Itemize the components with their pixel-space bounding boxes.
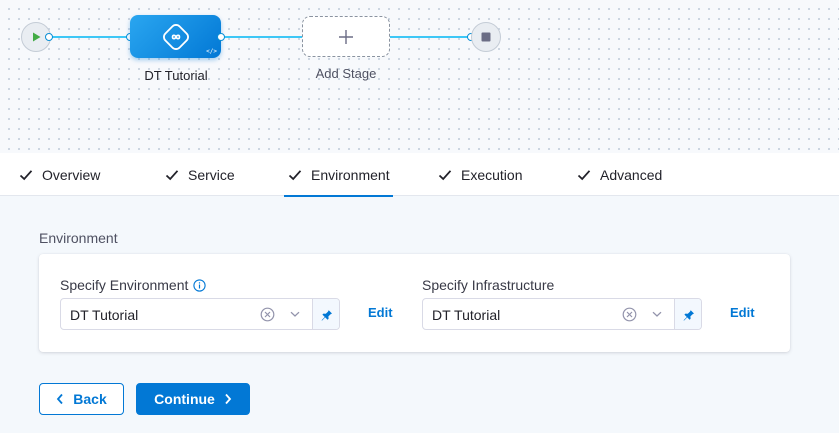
tab-environment[interactable]: Environment xyxy=(284,153,393,197)
connector-line xyxy=(390,36,470,38)
back-button-label: Back xyxy=(73,391,107,407)
tab-overview[interactable]: Overview xyxy=(19,153,100,196)
environment-value: DT Tutorial xyxy=(70,307,139,323)
chevron-down-icon[interactable] xyxy=(289,308,301,320)
tab-advanced[interactable]: Advanced xyxy=(577,153,662,196)
infrastructure-select[interactable]: DT Tutorial xyxy=(422,298,702,330)
tab-execution[interactable]: Execution xyxy=(438,153,522,196)
info-icon[interactable] xyxy=(193,278,207,292)
check-icon xyxy=(288,169,302,180)
tab-label: Execution xyxy=(461,166,523,183)
clear-circle-icon[interactable] xyxy=(622,307,637,322)
environment-card: Specify Environment DT Tutorial Edit Spe… xyxy=(39,254,790,352)
stage-label: DT Tutorial xyxy=(144,68,208,83)
chevron-down-icon[interactable] xyxy=(651,308,663,320)
connector-line xyxy=(221,36,302,38)
connector-line xyxy=(52,36,130,38)
pin-icon xyxy=(321,308,332,321)
tab-label: Advanced xyxy=(600,166,663,183)
section-title: Environment xyxy=(39,230,118,246)
pin-icon xyxy=(683,308,694,321)
check-icon xyxy=(165,169,179,180)
chevron-right-icon xyxy=(225,393,232,405)
pipeline-canvas: </> DT Tutorial Add Stage xyxy=(0,0,839,153)
continue-button-label: Continue xyxy=(154,391,215,407)
infrastructure-pin-button[interactable] xyxy=(674,299,701,329)
check-icon xyxy=(438,169,452,180)
tab-service[interactable]: Service xyxy=(165,153,235,196)
check-icon xyxy=(577,169,591,180)
add-stage-label: Add Stage xyxy=(315,66,377,81)
infrastructure-label-text: Specify Infrastructure xyxy=(422,277,555,293)
connector-port xyxy=(45,33,53,41)
add-stage-button[interactable] xyxy=(302,16,390,57)
stop-icon xyxy=(481,32,491,42)
play-icon xyxy=(33,32,41,42)
infrastructure-value: DT Tutorial xyxy=(432,307,501,323)
environment-select[interactable]: DT Tutorial xyxy=(60,298,340,330)
continue-button[interactable]: Continue xyxy=(136,383,250,415)
stage-tabs: Overview Service Environment Execution A… xyxy=(0,153,839,197)
pipeline-end-node[interactable] xyxy=(471,22,501,52)
deployment-icon xyxy=(162,23,189,50)
connector-port xyxy=(217,33,225,41)
tab-label: Service xyxy=(188,166,235,183)
tab-label: Environment xyxy=(311,166,390,183)
check-icon xyxy=(19,169,33,180)
environment-edit-link[interactable]: Edit xyxy=(368,305,393,320)
environment-label-text: Specify Environment xyxy=(60,277,189,293)
stage-node-dt-tutorial[interactable]: </> xyxy=(130,15,221,58)
back-button[interactable]: Back xyxy=(39,383,124,415)
environment-pin-button[interactable] xyxy=(312,299,339,329)
tab-label: Overview xyxy=(42,166,101,183)
stage-type-badge: </> xyxy=(206,48,217,55)
clear-circle-icon[interactable] xyxy=(260,307,275,322)
plus-icon xyxy=(339,29,353,44)
infrastructure-edit-link[interactable]: Edit xyxy=(730,305,755,320)
infrastructure-field-label: Specify Infrastructure xyxy=(422,277,554,293)
chevron-left-icon xyxy=(57,393,63,405)
environment-field-label: Specify Environment xyxy=(60,277,207,293)
